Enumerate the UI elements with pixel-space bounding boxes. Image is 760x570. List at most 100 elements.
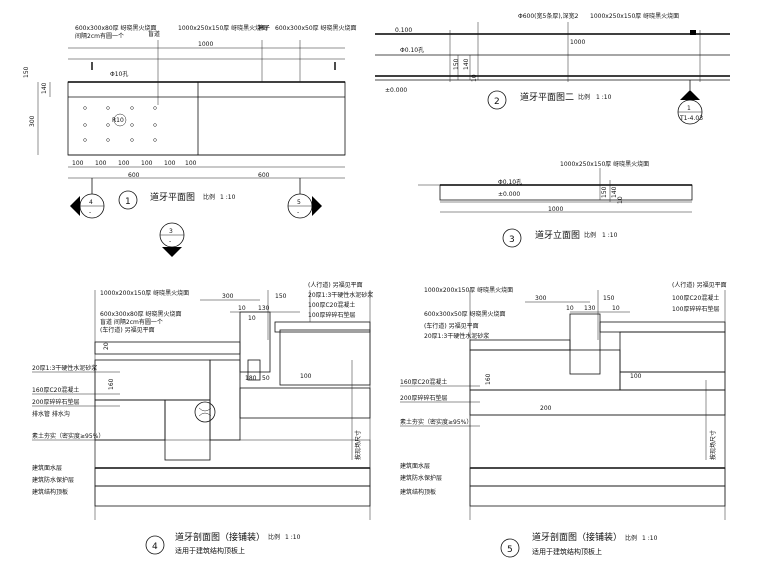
section-marker-3-num: 3 (169, 228, 173, 235)
s4-number-circle (145, 535, 165, 555)
s5-dim-10: 10 (566, 305, 574, 312)
s5-label-8: 建筑防水保护层 (400, 474, 442, 482)
s5-paving-left (469, 339, 571, 351)
s5-number-circle (500, 538, 520, 558)
s4-label-2: 盲道 间隔2cm有圆一个 (100, 318, 163, 326)
s5-rlabel-1: 100厚C20混凝土 (672, 294, 719, 302)
elev-number: 3 (509, 235, 515, 245)
s4-dim-130: 130 (258, 305, 270, 312)
s4-gravel-right (239, 387, 371, 419)
plan1-dim-unit-5: 100 (164, 160, 176, 167)
plan1-dim-600-left: 600 (128, 172, 140, 179)
elev-dim-total: 1000 (548, 206, 563, 213)
s5-paving-right (599, 321, 726, 333)
plan2-scale-label: 比例 (578, 93, 590, 101)
s5-label-4: 160厚C20混凝土 (400, 378, 447, 386)
plan1-rad: R10 (112, 117, 124, 124)
plan2-dim-10: 10 (471, 74, 478, 82)
s5-subtitle: 适用于建筑结构顶板上 (532, 547, 602, 556)
s4-label-1: 600x300x80厚 岈晓黑火烧面 (100, 310, 182, 318)
s4-dim-10b: 10 (248, 315, 256, 322)
elev-scale: 1 :10 (602, 232, 618, 239)
s5-right-labels: (人行道) 另福见平面 100厚C20混凝土 100厚碎碎石垫层 (672, 281, 727, 313)
s4-dim-100: 100 (300, 373, 312, 380)
s4-label-7: 排水管 排水沟 (32, 410, 70, 418)
s5-label-0: 1000x200x150厚 岈晓黑火烧面 (424, 286, 513, 294)
s4-rlabel-2: 100厚C20混凝土 (308, 301, 355, 309)
plan2-dim-150: 150 (453, 58, 460, 70)
s4-paving-right (274, 321, 371, 333)
s5-rlabel-0: (人行道) 另福见平面 (672, 281, 727, 289)
plan1-callout-curb: 1000x250x150厚 岈晓黑火烧面 (178, 24, 267, 32)
elev-hole: Φ0.10孔 (498, 178, 522, 186)
section-5: 300 150 10 130 10 100 200 160 按现场尺寸 1000… (400, 281, 727, 558)
s4-rlabel-1: 20厚1:3干硬性水泥砂浆 (308, 291, 373, 299)
s5-curb (569, 313, 601, 375)
s4-dim-side: 按现场尺寸 (354, 430, 362, 460)
s4-subtitle: 适用于建筑结构顶板上 (175, 546, 245, 555)
s4-label-0: 1000x200x150厚 岈晓黑火烧面 (100, 289, 189, 297)
s5-label-9: 建筑结构顶板 (400, 488, 436, 496)
plan-view-2: Φ600(宽5条厚),深宽2 1000x250x150厚 岈晓黑火烧面 0.10… (375, 12, 730, 125)
s5-dim-130: 130 (584, 305, 596, 312)
plan1-callout-stone-b: 600x300x50厚 岈晓黑火烧面 (275, 24, 357, 32)
s4-scale-label: 比例 (268, 533, 280, 541)
s5-number: 5 (507, 545, 513, 555)
s5-gravel-layer (469, 389, 726, 416)
section-marker-5-sheet: - (297, 209, 299, 216)
plan2-level-top: 0.100 (395, 27, 412, 34)
s5-concrete-right (619, 331, 726, 373)
s4-label-9: 建筑面水层 (32, 464, 62, 472)
plan1-hole: Φ10孔 (110, 70, 128, 78)
s5-slab-layer (469, 485, 726, 507)
s4-label-11: 建筑结构顶板 (32, 488, 68, 496)
plan1-scale-label: 比例 (203, 193, 215, 201)
plan1-dim-unit-3: 100 (118, 160, 130, 167)
plan1-dim-140: 140 (41, 82, 48, 94)
plan2-ref-sheet: T1-4.03 (679, 115, 703, 122)
section-marker-4-num: 4 (89, 199, 93, 206)
s4-slab-layer (94, 485, 371, 507)
plan-outline (67, 81, 346, 156)
plan1-dim-150: 150 (23, 66, 30, 78)
section-marker-3-sheet: - (169, 238, 171, 245)
plan1-callout-blind: 盲道 (148, 30, 160, 38)
elev-title: 道牙立面图 (535, 229, 580, 241)
plan1-dim-unit-1: 100 (72, 160, 84, 167)
plan1-callout-stone-a: 600x300x80厚 岈晓黑火烧面 (75, 24, 157, 32)
plan1-dim-600-right: 600 (258, 172, 270, 179)
plan1-dim-total: 1000 (198, 41, 213, 48)
plan1-dim-unit-2: 100 (95, 160, 107, 167)
s5-label-5: 200厚碎碎石垫层 (400, 394, 447, 402)
s4-dim-300: 300 (222, 293, 234, 300)
s4-drain-pipe (194, 401, 216, 423)
section-marker-4-sheet: - (89, 209, 91, 216)
s5-dim-side: 按现场尺寸 (709, 430, 717, 460)
plan1-callout-hole-note: 间隔2cm有圆一个 (75, 32, 124, 40)
elev-number-circle (502, 228, 522, 248)
plan2-ref-marker: 1 T1-4.03 (677, 80, 703, 125)
plan1-number: 1 (125, 197, 131, 207)
s5-left-labels: 1000x200x150厚 岈晓黑火烧面 600x300x50厚 岈晓黑火烧面 … (400, 286, 513, 496)
plan2-callout-b: 1000x250x150厚 岈晓黑火烧面 (590, 12, 679, 20)
plan2-dim-total: 1000 (570, 39, 585, 46)
plan2-callout-a: Φ600(宽5条厚),深宽2 (518, 12, 579, 20)
s5-structure-layer (469, 467, 726, 487)
s4-structure-layer (94, 467, 371, 487)
s4-concrete-channel (209, 359, 241, 441)
s5-label-1: 600x300x50厚 岈晓黑火烧面 (424, 310, 506, 318)
s5-dim-300: 300 (535, 295, 547, 302)
s4-label-8: 素土夯实（密实度≥95%） (32, 432, 104, 440)
plan1-dim-unit-4: 100 (141, 160, 153, 167)
s5-dim-100: 100 (630, 373, 642, 380)
s5-scale-label: 比例 (625, 534, 637, 542)
s4-label-10: 建筑防水保护层 (32, 476, 74, 484)
section-marker-4: 4 - (70, 178, 105, 219)
elev-callout-curb: 1000x250x150厚 岈晓黑火烧面 (560, 160, 649, 168)
s4-label-6: 200厚碎碎石垫层 (32, 398, 79, 406)
s4-dim-180: 180 (245, 375, 257, 382)
tactile-dots (83, 106, 157, 142)
plan2-number: 2 (494, 97, 500, 107)
s5-label-7: 建筑面水层 (400, 462, 430, 470)
plan1-scale: 1 :10 (220, 194, 236, 201)
